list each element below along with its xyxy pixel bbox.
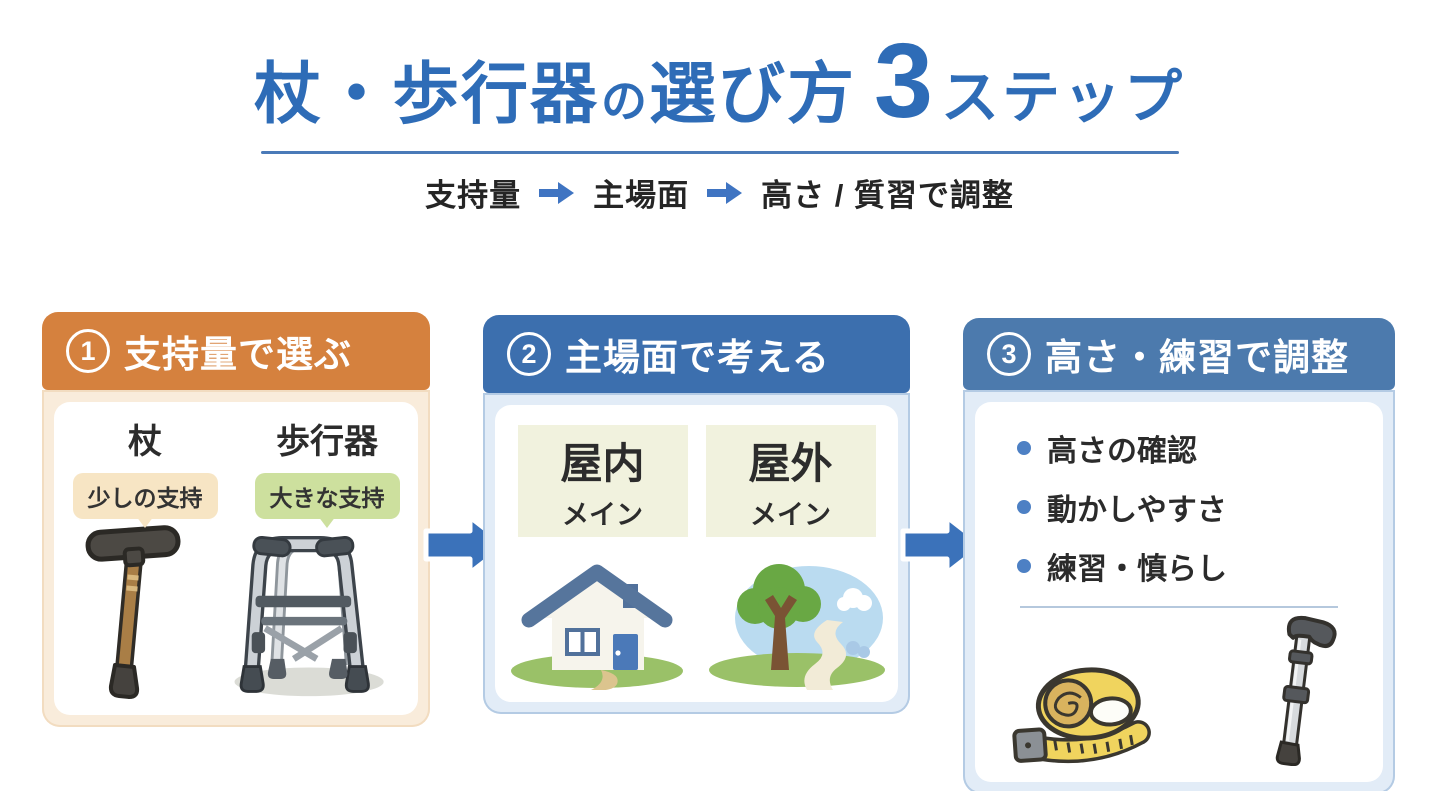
flow-step-2: 主場面 <box>593 178 690 213</box>
outdoor-label: 屋外 <box>748 440 833 487</box>
tape-measure-icon <box>1012 667 1151 764</box>
bullet-dot-icon <box>1017 441 1031 455</box>
outdoor-sub-label: メイン <box>750 500 831 530</box>
checklist-item-label: 練習・慎らし <box>1047 553 1227 586</box>
step1-number-badge: 1 <box>66 329 110 373</box>
cane-option: 杖 少しの支持 <box>54 414 236 519</box>
card-step1-body: 杖 少しの支持 歩行器 大きな支持 <box>42 390 430 727</box>
house-icon <box>510 564 683 690</box>
step3-title: 高さ・練習で調整 <box>1045 337 1349 378</box>
support-illustrations <box>54 519 418 715</box>
card-step3-panel: 高さの確認 動かしやすさ 練習・慎らし <box>975 402 1383 782</box>
step1-title: 支持量で選ぶ <box>124 334 352 375</box>
checklist-item-label: 動かしやすさ <box>1047 494 1227 527</box>
outdoor-option-box: 屋外 メイン <box>705 425 876 537</box>
title-main2: 選び方 <box>649 57 857 132</box>
scene-options-row: 屋内 メイン 屋外 メイン <box>495 425 898 537</box>
right-arrow-icon <box>707 181 743 205</box>
indoor-sub-label: メイン <box>562 500 643 530</box>
card-step3-adjust: 3 高さ・練習で調整 高さの確認 動かしやすさ 練習・慎らし <box>963 318 1395 791</box>
step2-number-badge: 2 <box>507 332 551 376</box>
flow-summary: 支持量 主場面 高さ / 質習で調整 <box>0 170 1439 215</box>
scene-illustrations <box>495 537 898 702</box>
cane-icon <box>85 525 181 699</box>
page-title: 杖・歩行器 の 選び方 3 ステップ <box>0 28 1439 137</box>
cane-support-tag: 少しの支持 <box>72 473 218 519</box>
card-step2-body: 屋内 メイン 屋外 メイン <box>483 393 910 714</box>
bullet-dot-icon <box>1017 559 1031 573</box>
flow-step-1: 支持量 <box>425 178 522 213</box>
walker-icon <box>234 536 384 697</box>
walker-support-tag: 大きな支持 <box>254 473 400 519</box>
title-underline <box>260 151 1179 154</box>
title-number: 3 <box>874 22 933 140</box>
card-step2-header: 2 主場面で考える <box>483 315 910 393</box>
outdoor-icon <box>708 564 885 690</box>
indoor-option-box: 屋内 メイン <box>517 425 688 537</box>
adjustable-cane-icon <box>1275 615 1337 766</box>
checklist-item: 動かしやすさ <box>1017 485 1383 529</box>
adjust-checklist: 高さの確認 動かしやすさ 練習・慎らし <box>975 426 1383 588</box>
checklist-divider <box>1019 606 1339 608</box>
flow-step-3: 高さ / 質習で調整 <box>761 178 1014 213</box>
card-step2-scene: 2 主場面で考える 屋内 メイン 屋外 メイン <box>483 315 910 714</box>
card-step2-panel: 屋内 メイン 屋外 メイン <box>495 405 898 702</box>
checklist-item: 練習・慎らし <box>1017 544 1383 588</box>
step3-number-badge: 3 <box>987 332 1031 376</box>
title-suffix: ステップ <box>940 65 1185 130</box>
walker-label: 歩行器 <box>276 423 378 461</box>
step2-title: 主場面で考える <box>565 337 830 378</box>
right-arrow-icon <box>539 181 575 205</box>
card-step3-header: 3 高さ・練習で調整 <box>963 318 1395 390</box>
card-step3-body: 高さの確認 動かしやすさ 練習・慎らし <box>963 390 1395 791</box>
indoor-label: 屋内 <box>560 440 645 487</box>
card-step1-panel: 杖 少しの支持 歩行器 大きな支持 <box>54 402 418 715</box>
adjust-illustrations <box>975 608 1383 782</box>
title-main1: 杖・歩行器 <box>254 57 600 132</box>
card-step1-support: 1 支持量で選ぶ 杖 少しの支持 歩行器 大きな支持 <box>42 312 430 727</box>
title-particle: の <box>601 75 648 127</box>
walker-option: 歩行器 大きな支持 <box>236 414 418 519</box>
cane-label: 杖 <box>128 423 162 461</box>
checklist-item-label: 高さの確認 <box>1047 435 1197 468</box>
card-step1-header: 1 支持量で選ぶ <box>42 312 430 390</box>
bullet-dot-icon <box>1017 500 1031 514</box>
support-options-row: 杖 少しの支持 歩行器 大きな支持 <box>54 414 418 519</box>
checklist-item: 高さの確認 <box>1017 426 1383 470</box>
